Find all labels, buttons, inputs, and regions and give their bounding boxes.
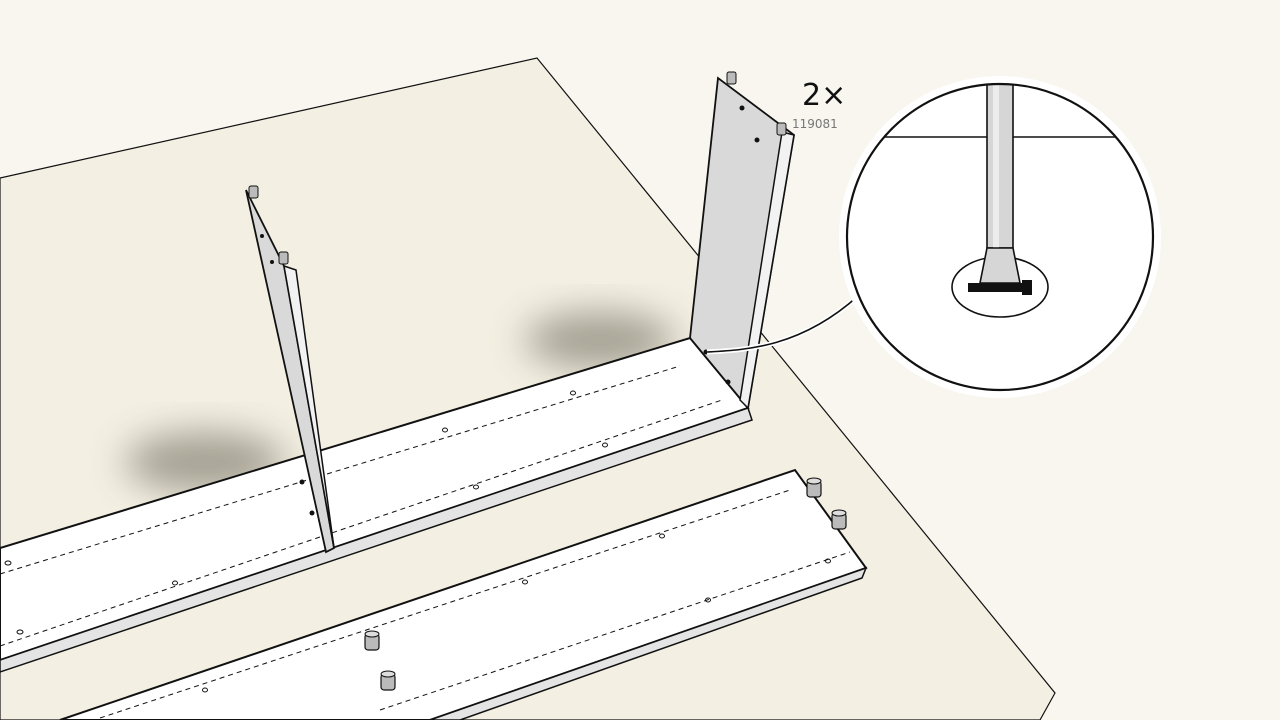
quantity-label: 2× <box>802 78 847 113</box>
front-panel <box>59 468 868 720</box>
magnify-detail-icon <box>839 76 1161 398</box>
dowel-icon <box>726 71 787 136</box>
right-side-panel <box>689 71 795 411</box>
pre-drilled-hole-icon <box>4 390 608 635</box>
part-number-label: 119081 <box>792 117 838 131</box>
dowel-icon <box>364 477 847 691</box>
dowel-icon <box>248 185 289 265</box>
left-side-panel <box>245 185 336 554</box>
